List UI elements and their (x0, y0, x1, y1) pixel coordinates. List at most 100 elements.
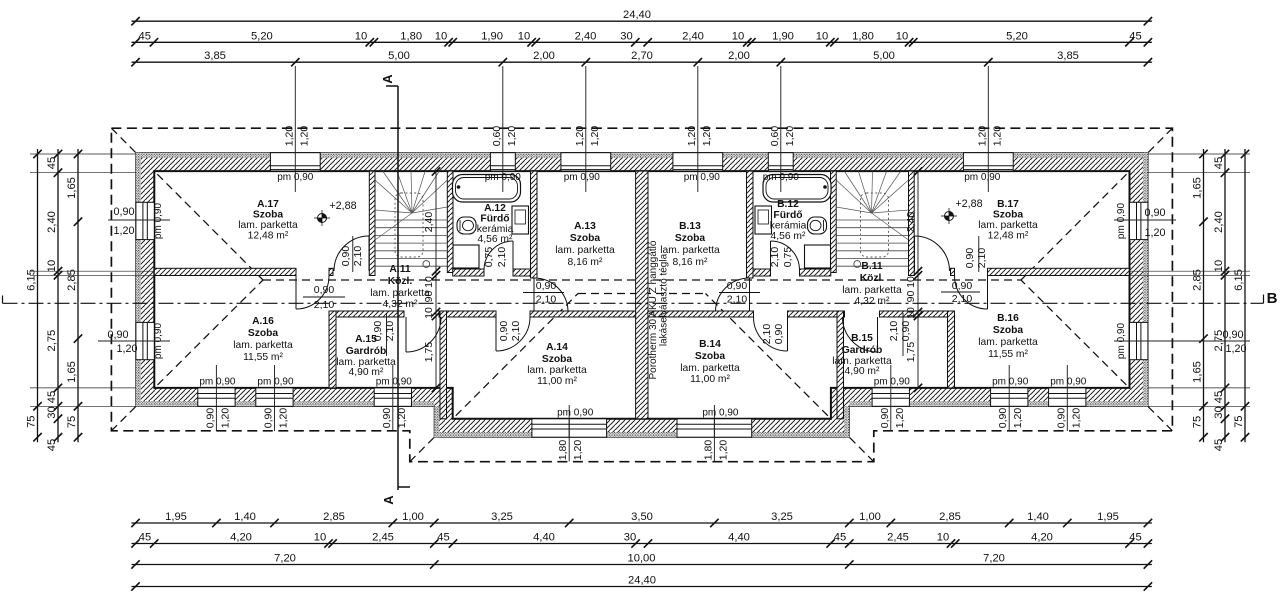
svg-text:1,65: 1,65 (66, 177, 78, 199)
svg-text:1,40: 1,40 (1027, 511, 1049, 523)
svg-text:2,10: 2,10 (976, 248, 988, 269)
svg-text:1,95: 1,95 (1097, 511, 1119, 523)
svg-text:1,80: 1,80 (400, 30, 422, 42)
svg-text:2,40: 2,40 (682, 30, 704, 42)
svg-text:1,80: 1,80 (702, 440, 714, 461)
svg-text:pm 0,90: pm 0,90 (992, 377, 1029, 388)
svg-text:10: 10 (518, 30, 530, 42)
svg-text:30: 30 (620, 30, 632, 42)
svg-text:pm 0,90: pm 0,90 (1116, 202, 1127, 239)
svg-text:5,20: 5,20 (251, 30, 273, 42)
svg-text:1,80: 1,80 (852, 30, 874, 42)
svg-text:0,90: 0,90 (900, 321, 912, 342)
svg-text:4,40: 4,40 (728, 532, 750, 544)
svg-text:pm 0,90: pm 0,90 (564, 172, 601, 183)
svg-text:1,20: 1,20 (574, 126, 586, 147)
svg-text:Szoba: Szoba (253, 210, 284, 221)
svg-text:0,90: 0,90 (372, 321, 384, 342)
svg-text:0,90: 0,90 (997, 408, 1009, 429)
svg-text:1,20: 1,20 (991, 126, 1003, 147)
svg-text:1,20: 1,20 (1070, 408, 1082, 429)
svg-text:1,20: 1,20 (1012, 408, 1024, 429)
svg-text:kerámia: kerámia (770, 221, 807, 232)
svg-text:75: 75 (66, 416, 78, 428)
svg-text:kerámia: kerámia (477, 224, 514, 235)
svg-text:pm 0,90: pm 0,90 (1116, 322, 1127, 359)
svg-text:lam. parketta: lam. parketta (233, 340, 293, 351)
svg-text:0,90: 0,90 (107, 329, 128, 341)
svg-text:1,65: 1,65 (66, 361, 78, 383)
svg-text:4,20: 4,20 (1031, 532, 1053, 544)
svg-text:A.16: A.16 (252, 316, 274, 327)
svg-text:2,10: 2,10 (384, 321, 396, 342)
svg-text:Szoba: Szoba (248, 328, 279, 339)
svg-text:0,60: 0,60 (491, 126, 503, 147)
svg-text:2,10: 2,10 (510, 321, 522, 342)
svg-text:lam. parketta: lam. parketta (842, 285, 902, 296)
svg-text:11,00 m²: 11,00 m² (690, 374, 730, 385)
svg-text:2,10: 2,10 (352, 246, 364, 267)
svg-text:Szoba: Szoba (542, 354, 573, 365)
svg-text:10: 10 (1213, 260, 1225, 272)
svg-text:pm 0,90: pm 0,90 (277, 172, 314, 183)
svg-text:B.15: B.15 (851, 333, 873, 344)
svg-text:45: 45 (1129, 532, 1141, 544)
svg-text:A.13: A.13 (574, 221, 596, 232)
svg-text:10: 10 (423, 307, 435, 319)
svg-text:10: 10 (896, 30, 908, 42)
svg-text:0,90: 0,90 (498, 321, 510, 342)
svg-text:10: 10 (314, 532, 326, 544)
svg-text:B: B (1267, 290, 1278, 307)
svg-text:1,20: 1,20 (1225, 343, 1246, 355)
svg-text:0,90: 0,90 (204, 408, 216, 429)
svg-text:24,40: 24,40 (623, 9, 651, 21)
svg-text:+2,88: +2,88 (329, 200, 356, 212)
svg-text:10,00: 10,00 (628, 553, 656, 565)
svg-text:1,20: 1,20 (396, 408, 408, 429)
svg-text:2,10: 2,10 (769, 247, 781, 268)
svg-text:30: 30 (1213, 406, 1225, 418)
svg-text:B.16: B.16 (997, 313, 1019, 324)
svg-text:7,20: 7,20 (274, 553, 296, 565)
svg-text:pm 0,90: pm 0,90 (199, 377, 236, 388)
svg-text:1,95: 1,95 (165, 511, 187, 523)
svg-text:1,20: 1,20 (976, 126, 988, 147)
svg-text:1,20: 1,20 (589, 126, 601, 147)
svg-text:10: 10 (435, 30, 447, 42)
svg-text:0,90: 0,90 (381, 408, 393, 429)
svg-text:10: 10 (816, 30, 828, 42)
svg-text:90: 90 (423, 291, 435, 303)
svg-text:2,40: 2,40 (46, 211, 58, 233)
svg-text:1,20: 1,20 (298, 126, 310, 147)
svg-text:6,15: 6,15 (1233, 269, 1245, 291)
svg-text:8,16 m²: 8,16 m² (568, 257, 603, 268)
svg-text:Közl.: Közl. (388, 276, 413, 287)
svg-text:pm 0,90: pm 0,90 (257, 377, 294, 388)
svg-text:2,10: 2,10 (761, 324, 773, 345)
svg-text:1,20: 1,20 (113, 225, 134, 237)
svg-text:45: 45 (1213, 439, 1225, 451)
svg-text:0,60: 0,60 (769, 126, 781, 147)
svg-text:1,20: 1,20 (116, 343, 137, 355)
svg-text:5,00: 5,00 (388, 50, 410, 62)
svg-text:0,90: 0,90 (952, 280, 973, 292)
svg-text:Szoba: Szoba (675, 233, 706, 244)
svg-text:0,90: 0,90 (1222, 329, 1243, 341)
svg-text:24,40: 24,40 (628, 575, 656, 587)
svg-text:2,85: 2,85 (66, 269, 78, 291)
svg-text:7,20: 7,20 (983, 553, 1005, 565)
svg-text:0,75: 0,75 (782, 247, 794, 268)
svg-text:lam. parketta: lam. parketta (832, 356, 892, 367)
svg-text:A.14: A.14 (546, 342, 568, 353)
svg-text:11,55 m²: 11,55 m² (988, 349, 1028, 360)
svg-text:5,20: 5,20 (1006, 30, 1028, 42)
svg-text:1,65: 1,65 (1192, 361, 1204, 383)
svg-text:4,90 m²: 4,90 m² (349, 367, 384, 378)
svg-text:6,15: 6,15 (26, 269, 38, 291)
svg-text:1,40: 1,40 (234, 511, 256, 523)
svg-text:A: A (380, 74, 395, 84)
svg-text:75: 75 (26, 415, 38, 427)
svg-text:1,20: 1,20 (701, 126, 713, 147)
svg-text:pm 0,90: pm 0,90 (874, 377, 911, 388)
svg-text:0,90: 0,90 (314, 284, 335, 296)
